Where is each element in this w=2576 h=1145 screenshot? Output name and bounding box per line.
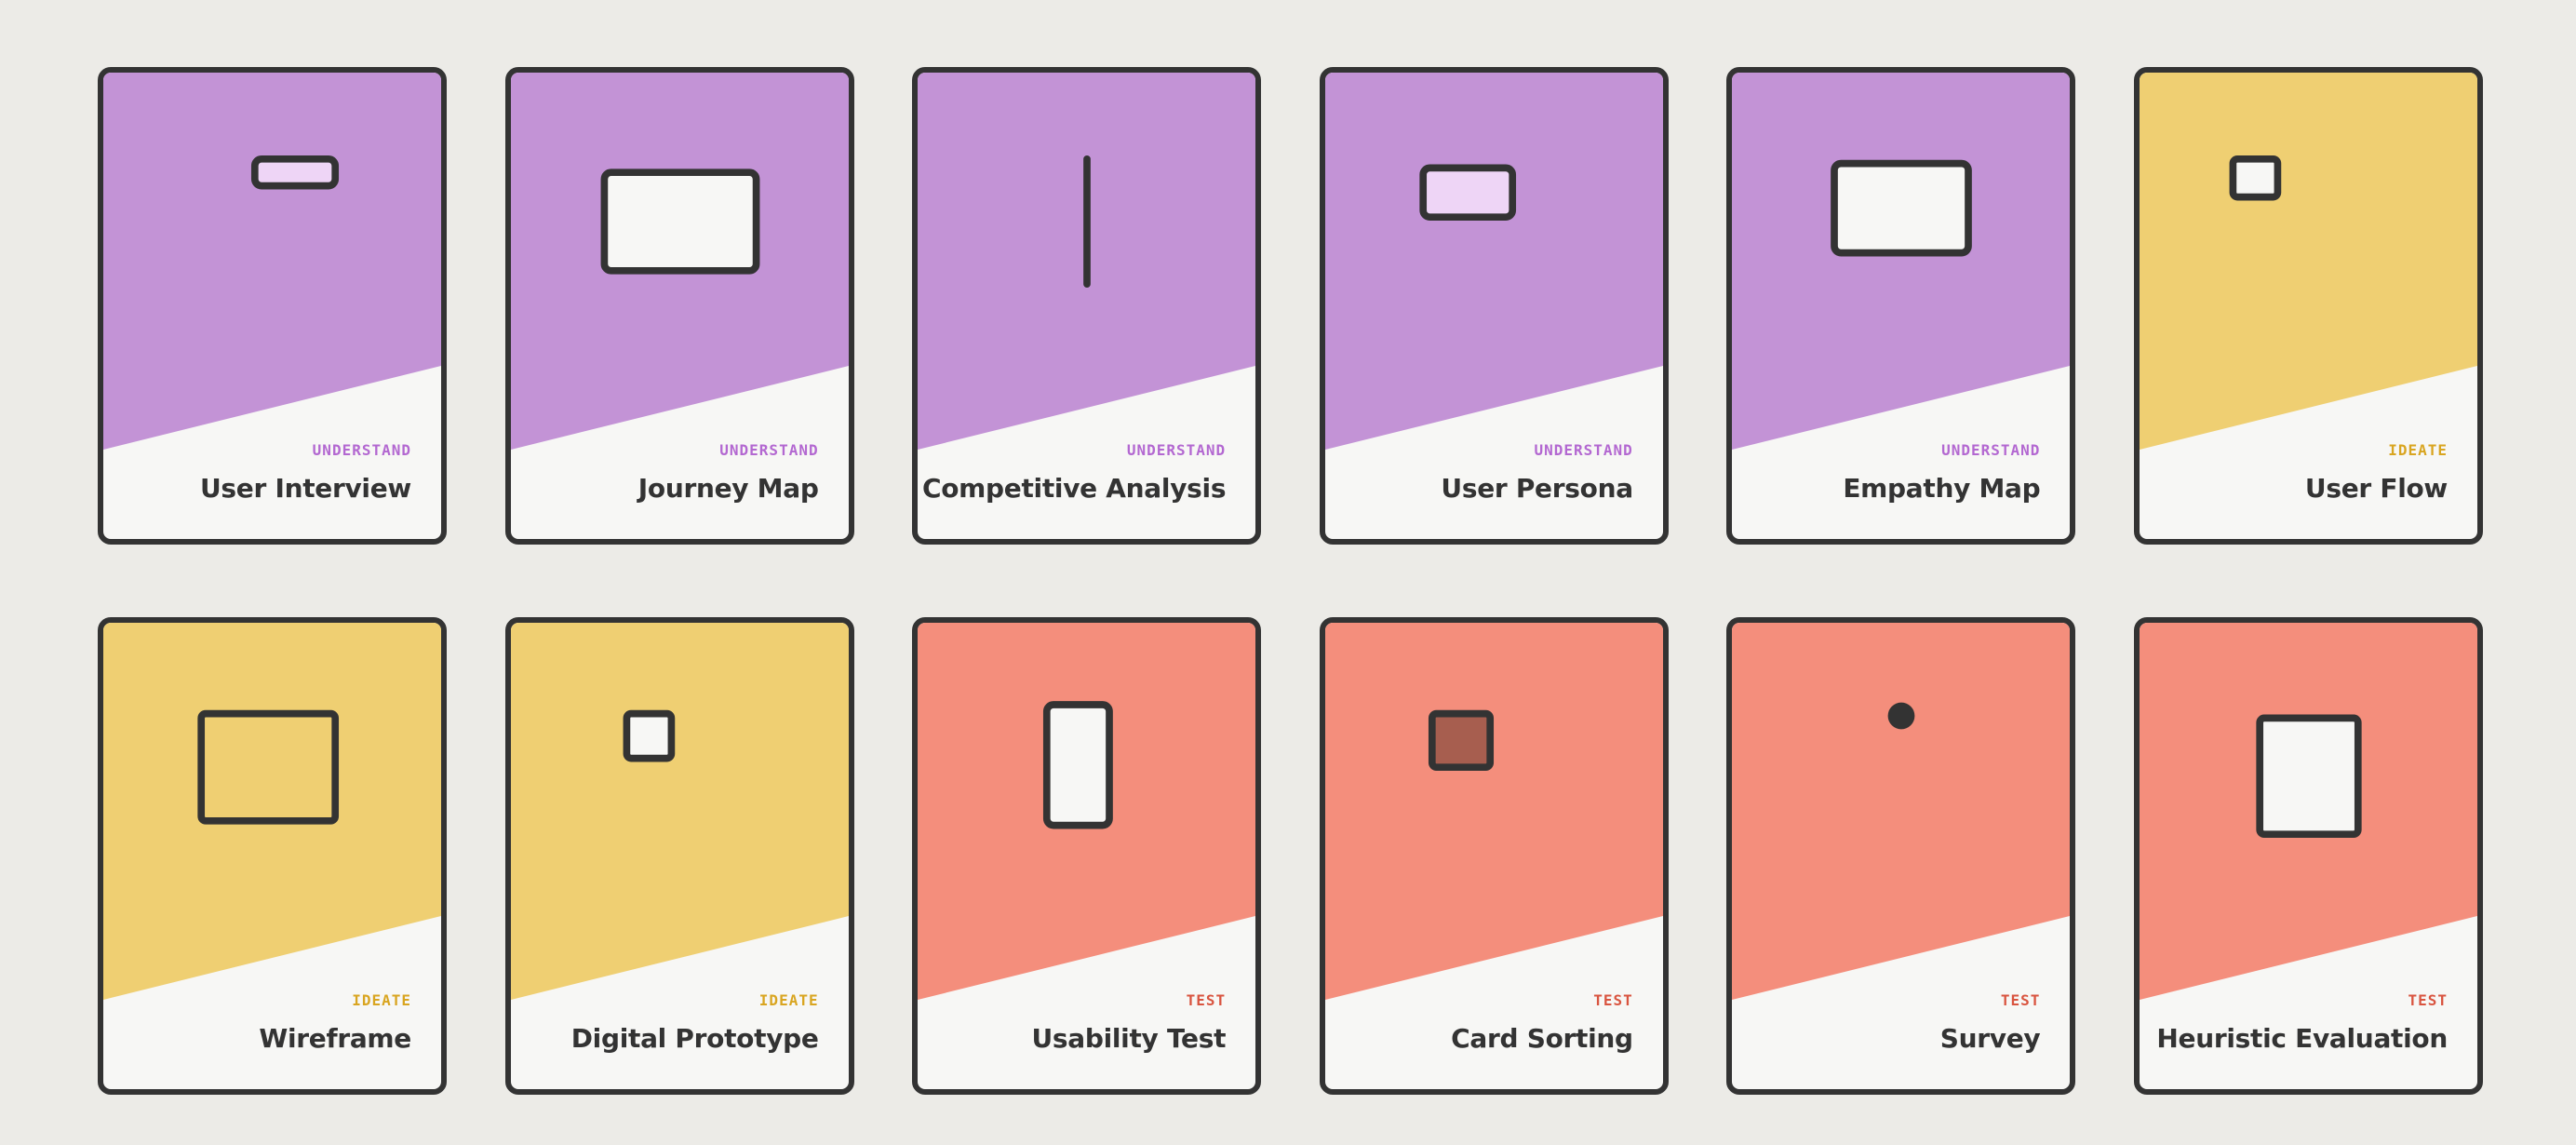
card-category: TEST	[2408, 991, 2448, 1009]
method-card[interactable]: TEST Card Sorting	[1319, 617, 1669, 1095]
card-category: IDEATE	[352, 991, 411, 1009]
card-title: Wireframe	[259, 1023, 411, 1054]
card-title: Empathy Map	[1843, 473, 2041, 504]
method-card[interactable]: IDEATE User Flow	[2134, 67, 2483, 545]
method-card[interactable]: UNDERSTAND Journey Map	[504, 67, 854, 545]
empathy-grid-icon	[1831, 159, 1973, 257]
card-color-band	[103, 73, 441, 450]
quadrant-plot-icon	[1083, 155, 1092, 289]
card-category: IDEATE	[2388, 441, 2448, 459]
card-title: Digital Prototype	[570, 1023, 819, 1054]
method-card[interactable]: UNDERSTAND Empathy Map	[1726, 67, 2076, 545]
method-card[interactable]: TEST Usability Test	[912, 617, 1262, 1095]
method-card[interactable]: UNDERSTAND User Interview	[98, 67, 447, 545]
card-title: Usability Test	[1031, 1023, 1227, 1054]
thumbs-survey-icon: ?	[1887, 702, 1915, 730]
method-card[interactable]: ? TEST Survey	[1726, 617, 2076, 1095]
card-category: TEST	[2000, 991, 2041, 1009]
card-color-band	[1324, 623, 1663, 1000]
card-title: Journey Map	[637, 473, 819, 504]
method-card[interactable]: UNDERSTAND User Persona	[1319, 67, 1669, 545]
clipboard-checklist-icon	[2256, 714, 2362, 839]
card-color-band	[1732, 73, 2071, 450]
stacked-cards-icon	[1428, 709, 1494, 772]
card-category: UNDERSTAND	[1534, 441, 1633, 459]
card-title: Competitive Analysis	[921, 473, 1227, 504]
card-category: TEST	[1186, 991, 1227, 1009]
card-category: UNDERSTAND	[1126, 441, 1227, 459]
card-category: UNDERSTAND	[719, 441, 819, 459]
card-category: UNDERSTAND	[1941, 441, 2041, 459]
card-color-band	[2140, 73, 2477, 450]
flow-diagram-icon	[2229, 155, 2282, 201]
card-category: IDEATE	[758, 991, 819, 1009]
prototype-tools-icon	[623, 709, 675, 762]
phone-tap-icon	[1043, 701, 1114, 829]
card-title: User Persona	[1441, 473, 1633, 504]
card-title: Survey	[1939, 1023, 2041, 1054]
id-cards-icon	[1419, 164, 1516, 222]
method-card[interactable]: IDEATE Digital Prototype	[504, 617, 854, 1095]
card-title: Card Sorting	[1451, 1023, 1633, 1054]
journey-map-icon	[600, 168, 760, 275]
method-card[interactable]: IDEATE Wireframe	[98, 617, 447, 1095]
card-color-band	[510, 623, 849, 1000]
card-category: TEST	[1593, 991, 1633, 1009]
card-title: Heuristic Evaluation	[2156, 1023, 2448, 1054]
method-card[interactable]: TEST Heuristic Evaluation	[2134, 617, 2483, 1095]
card-color-band	[1732, 623, 2071, 1000]
chat-bubbles-icon	[250, 155, 340, 190]
card-title: User Flow	[2304, 473, 2448, 504]
card-color-band	[1324, 73, 1663, 450]
method-card[interactable]: UNDERSTAND Competitive Analysis	[912, 67, 1262, 545]
wireframe-window-icon	[197, 709, 340, 825]
card-category: UNDERSTAND	[312, 441, 411, 459]
card-title: User Interview	[200, 473, 411, 504]
